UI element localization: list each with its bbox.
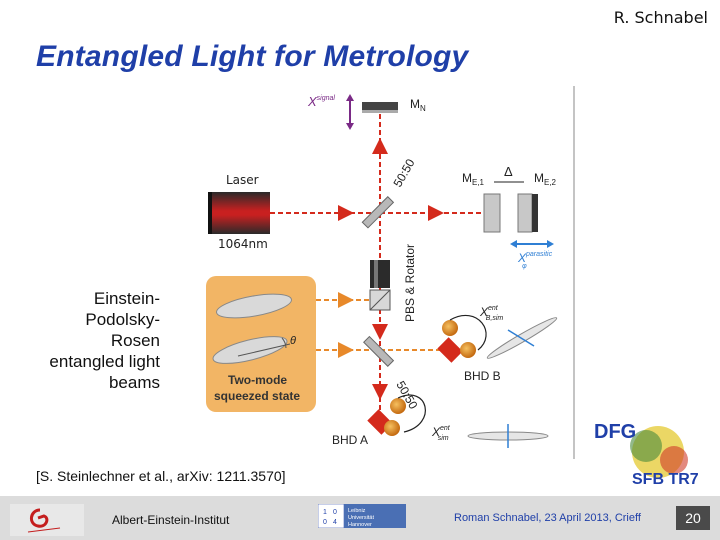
wavelength-label: 1064nm bbox=[218, 237, 268, 251]
uni-mark-digit: 0 bbox=[333, 509, 337, 516]
mirror-me2 bbox=[517, 193, 533, 233]
mirror-mn bbox=[362, 102, 398, 110]
bs-top-label: 50:50 bbox=[390, 156, 417, 189]
mirror-me1 bbox=[483, 193, 501, 233]
setup-diagram: Laser 1064nm MN Xsignal 50:50 ME,1 ME,2 … bbox=[206, 86, 575, 459]
mirror-me1-label: ME,1 bbox=[462, 171, 485, 187]
uni-mark-digit: 4 bbox=[333, 519, 337, 526]
institute-name: Albert-Einstein-Institut bbox=[112, 513, 230, 527]
squeezed-ellipse-bottom bbox=[212, 336, 288, 364]
laser-body bbox=[210, 192, 270, 234]
beam-splitter-mid bbox=[363, 335, 395, 367]
laser-label: Laser bbox=[226, 173, 259, 187]
epr-label-line: Podolsky- bbox=[85, 310, 160, 329]
delta-label: Δ bbox=[504, 164, 513, 179]
aei-logo bbox=[10, 504, 84, 536]
signal-arrow-icon bbox=[346, 94, 354, 130]
epr-label-line: Rosen bbox=[110, 331, 160, 350]
slide-title: Entangled Light for Metrology bbox=[36, 40, 469, 73]
two-mode-label: Two-mode bbox=[228, 373, 287, 387]
bhd-b-label: BHD B bbox=[464, 369, 501, 383]
dfg-logo: DFG SFB TR7 bbox=[582, 410, 716, 492]
footer-bar: Albert-Einstein-Institut 1 0 0 4 Leibniz… bbox=[0, 496, 720, 540]
uni-name-line: Leibniz bbox=[348, 508, 366, 514]
uni-name-line: Universität bbox=[348, 515, 374, 521]
beam-splitter-top bbox=[361, 196, 395, 229]
squeezed-ellipse-top bbox=[216, 293, 292, 319]
uni-mark-digit: 0 bbox=[323, 519, 327, 526]
x-signal-label: Xsignal bbox=[307, 94, 335, 109]
dfg-label: DFG bbox=[594, 421, 636, 443]
university-logo: 1 0 0 4 Leibniz Universität Hannover bbox=[318, 504, 406, 528]
page-number: 20 bbox=[676, 506, 710, 530]
pbs-label: PBS & Rotator bbox=[403, 244, 417, 322]
bhd-a-detector bbox=[367, 394, 426, 436]
author-name: R. Schnabel bbox=[613, 8, 708, 27]
theta-label: θ bbox=[290, 335, 296, 347]
epr-beams-label: Einstein- Podolsky- Rosen entangled ligh… bbox=[18, 288, 160, 393]
mirror-me2-label: ME,2 bbox=[534, 171, 557, 187]
epr-label-line: entangled light bbox=[49, 352, 160, 371]
presenter-date: Roman Schnabel, 23 April 2013, Crieff bbox=[454, 512, 641, 524]
uni-name-line: Hannover bbox=[348, 522, 372, 528]
laser-beams bbox=[270, 114, 488, 414]
bhd-a-label: BHD A bbox=[332, 433, 368, 447]
epr-label-line: beams bbox=[108, 373, 160, 392]
laser bbox=[208, 192, 270, 234]
bhd-b-detector bbox=[437, 314, 487, 363]
phase-space-b-icon bbox=[486, 317, 558, 359]
squeezed-state-label: squeezed state bbox=[214, 389, 300, 403]
citation: [S. Steinlechner et al., arXiv: 1211.357… bbox=[36, 468, 286, 484]
phase-space-a-icon bbox=[467, 424, 549, 448]
mirror-mn-label: MN bbox=[410, 97, 426, 113]
rotator bbox=[370, 260, 390, 288]
uni-mark-digit: 1 bbox=[323, 509, 327, 516]
epr-label-line: Einstein- bbox=[93, 289, 160, 308]
parasitic-arrow-icon bbox=[510, 240, 554, 248]
sfb-label: SFB TR7 bbox=[632, 471, 699, 488]
